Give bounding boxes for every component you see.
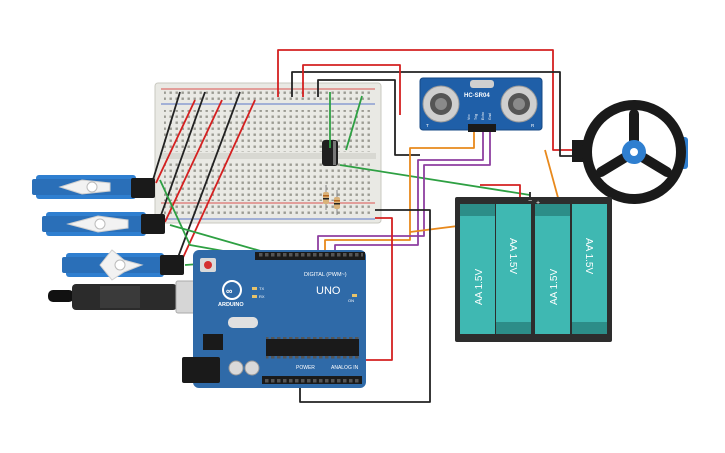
- resistor-icon: [323, 185, 329, 210]
- battery-pack[interactable]: − + AA 1.5V AA 1.5V AA 1.5V AA 1.5V: [455, 197, 612, 342]
- sensor-side-r: R: [531, 123, 535, 128]
- battery-cell-label: AA 1.5V: [507, 238, 518, 274]
- servo-3[interactable]: [62, 249, 184, 281]
- ultrasonic-sensor[interactable]: HC-SR04 Vcc Trig Echo Gnd T R: [419, 77, 543, 132]
- battery-plus: +: [536, 200, 540, 207]
- sensor-pin-trig: Trig: [474, 114, 478, 120]
- sensor-pin-gnd: Gnd: [488, 113, 492, 120]
- arduino-model-text: UNO: [316, 285, 341, 297]
- resistor-icon: [334, 190, 340, 215]
- capacitor-icon: [322, 140, 338, 166]
- arduino-uno[interactable]: DIGITAL (PWM~) ∞ ARDUINO UNO TX RX ON PO…: [182, 250, 366, 388]
- battery-cell-label: AA 1.5V: [474, 269, 485, 305]
- breadboard: [154, 82, 382, 224]
- wheel-motor[interactable]: [572, 100, 688, 204]
- battery-cell: AA 1.5V: [572, 204, 607, 334]
- usb-cable: [48, 280, 219, 314]
- battery-cell: AA 1.5V: [496, 204, 531, 334]
- sensor-pin-vcc: Vcc: [467, 114, 471, 120]
- battery-cell: AA 1.5V: [535, 204, 570, 334]
- sensor-pin-echo: Echo: [481, 112, 485, 120]
- servo-1[interactable]: [32, 175, 155, 199]
- battery-cell: AA 1.5V: [460, 204, 495, 334]
- tx-led-label: TX: [259, 286, 264, 291]
- sensor-model-label: HC-SR04: [464, 93, 490, 99]
- arduino-logo-text: ARDUINO: [218, 302, 244, 308]
- rx-led-label: RX: [259, 294, 265, 299]
- battery-minus: −: [528, 198, 532, 205]
- digital-header-label: DIGITAL (PWM~): [304, 272, 347, 278]
- on-led-label: ON: [348, 298, 354, 303]
- power-label: POWER: [296, 365, 315, 371]
- battery-cell-label: AA 1.5V: [583, 238, 594, 274]
- sensor-side-t: T: [426, 123, 429, 128]
- svg-text:∞: ∞: [226, 286, 233, 296]
- analog-label: ANALOG IN: [331, 365, 359, 371]
- battery-cell-label: AA 1.5V: [549, 269, 560, 305]
- servo-2[interactable]: [42, 212, 165, 236]
